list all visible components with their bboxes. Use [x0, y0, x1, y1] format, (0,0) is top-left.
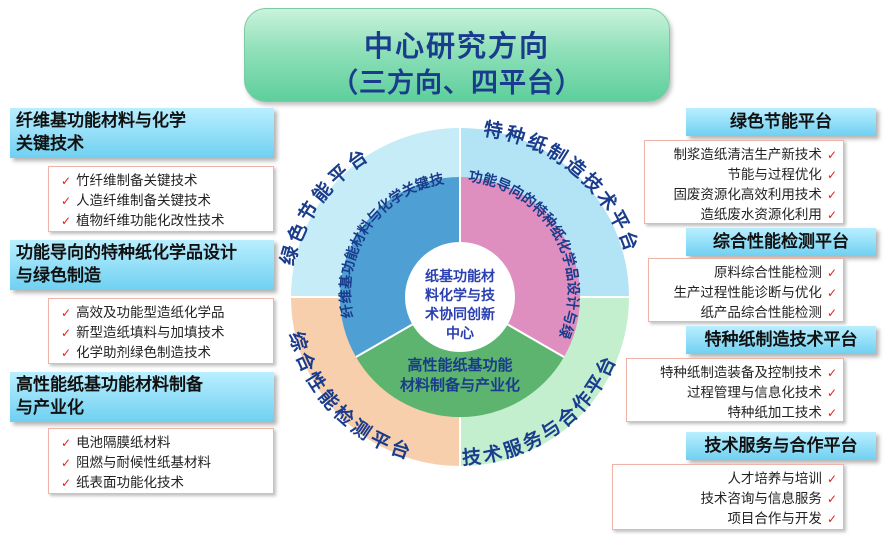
- check-icon: ✓: [61, 476, 72, 490]
- center-text-line3: 术协同创新: [425, 306, 495, 323]
- check-icon: ✓: [826, 286, 837, 300]
- left-list-1: ✓竹纤维制备关键技术 ✓人造纤维制备关键技术 ✓植物纤维功能化改性技术: [48, 166, 274, 232]
- left-heading-1-line1: 纤维基功能材料与化学: [16, 111, 186, 131]
- left-heading-2: 功能导向的特种纸化学品设计 与绿色制造: [10, 240, 274, 290]
- check-icon: ✓: [61, 174, 72, 188]
- right-list-2: 原料综合性能检测✓ 生产过程性能诊断与优化✓ 纸产品综合性能检测✓: [648, 258, 844, 322]
- list-item: 固废资源化高效利用技术✓: [673, 187, 837, 203]
- check-icon: ✓: [826, 168, 837, 182]
- check-icon: ✓: [826, 266, 837, 280]
- title-box: 中心研究方向 （三方向、四平台）: [244, 8, 670, 102]
- check-icon: ✓: [61, 326, 72, 340]
- list-item: 过程管理与信息化技术✓: [686, 385, 837, 401]
- check-icon: ✓: [61, 456, 72, 470]
- check-icon: ✓: [826, 306, 837, 320]
- left-heading-2-line2: 与绿色制造: [16, 266, 101, 286]
- list-item: ✓高效及功能型造纸化学品: [61, 305, 225, 321]
- right-list-3: 特种纸制造装备及控制技术✓ 过程管理与信息化技术✓ 特种纸加工技术✓: [626, 358, 844, 422]
- right-list-1: 制浆造纸清洁生产新技术✓ 节能与过程优化✓ 固废资源化高效利用技术✓ 造纸废水资…: [644, 140, 844, 224]
- left-heading-2-line1: 功能导向的特种纸化学品设计: [16, 243, 237, 263]
- list-item: 原料综合性能检测✓: [713, 265, 837, 281]
- check-icon: ✓: [61, 346, 72, 360]
- left-heading-1: 纤维基功能材料与化学 关键技术: [10, 108, 274, 158]
- list-item: 节能与过程优化✓: [727, 167, 837, 183]
- check-icon: ✓: [826, 208, 837, 222]
- check-icon: ✓: [826, 148, 837, 162]
- center-text-line4: 中心: [446, 325, 474, 342]
- title-line2: （三方向、四平台）: [331, 68, 583, 99]
- list-item: ✓竹纤维制备关键技术: [61, 173, 198, 189]
- right-heading-2: 综合性能检测平台: [686, 228, 876, 256]
- list-item: 技术咨询与信息服务✓: [700, 491, 837, 507]
- check-icon: ✓: [61, 214, 72, 228]
- list-item: 纸产品综合性能检测✓: [700, 305, 837, 321]
- list-item: ✓电池隔膜纸材料: [61, 435, 171, 451]
- list-item: ✓化学助剂绿色制造技术: [61, 345, 212, 361]
- list-item: 人才培养与培训✓: [727, 471, 837, 487]
- check-icon: ✓: [826, 366, 837, 380]
- check-icon: ✓: [61, 306, 72, 320]
- center-circle: [405, 242, 515, 352]
- check-icon: ✓: [826, 386, 837, 400]
- list-item: 项目合作与开发✓: [727, 511, 837, 527]
- check-icon: ✓: [826, 512, 837, 526]
- check-icon: ✓: [61, 436, 72, 450]
- list-item: ✓新型造纸填料与加填技术: [61, 325, 225, 341]
- list-item: ✓阻燃与耐候性纸基材料: [61, 455, 212, 471]
- list-item: ✓人造纤维制备关键技术: [61, 193, 212, 209]
- center-text-line1: 纸基功能材: [425, 268, 495, 285]
- left-heading-3: 高性能纸基功能材料制备 与产业化: [10, 372, 274, 422]
- title-line1: 中心研究方向: [363, 29, 550, 63]
- list-item: 造纸废水资源化利用✓: [700, 207, 837, 223]
- left-heading-1-line2: 关键技术: [16, 134, 84, 154]
- inner-label-bottom-line2: 材料制备与产业化: [400, 376, 520, 394]
- check-icon: ✓: [826, 406, 837, 420]
- left-heading-3-line1: 高性能纸基功能材料制备: [16, 375, 203, 395]
- left-list-3: ✓电池隔膜纸材料 ✓阻燃与耐候性纸基材料 ✓纸表面功能化技术: [48, 428, 274, 494]
- list-item: ✓纸表面功能化技术: [61, 475, 185, 491]
- right-heading-4: 技术服务与合作平台: [686, 432, 876, 460]
- left-heading-3-line2: 与产业化: [16, 398, 84, 418]
- list-item: 特种纸加工技术✓: [727, 405, 837, 421]
- list-item: 制浆造纸清洁生产新技术✓: [673, 147, 837, 163]
- right-heading-1: 绿色节能平台: [686, 108, 876, 136]
- check-icon: ✓: [826, 492, 837, 506]
- check-icon: ✓: [826, 188, 837, 202]
- check-icon: ✓: [61, 194, 72, 208]
- center-text-line2: 料化学与技: [425, 287, 496, 304]
- check-icon: ✓: [826, 472, 837, 486]
- list-item: 生产过程性能诊断与优化✓: [673, 285, 837, 301]
- inner-label-bottom-line1: 高性能纸基功能: [407, 356, 512, 374]
- right-heading-3: 特种纸制造技术平台: [686, 326, 876, 354]
- list-item: 特种纸制造装备及控制技术✓: [659, 365, 837, 381]
- list-item: ✓植物纤维功能化改性技术: [61, 213, 225, 229]
- right-list-4: 人才培养与培训✓ 技术咨询与信息服务✓ 项目合作与开发✓: [612, 464, 844, 530]
- left-list-2: ✓高效及功能型造纸化学品 ✓新型造纸填料与加填技术 ✓化学助剂绿色制造技术: [48, 298, 274, 364]
